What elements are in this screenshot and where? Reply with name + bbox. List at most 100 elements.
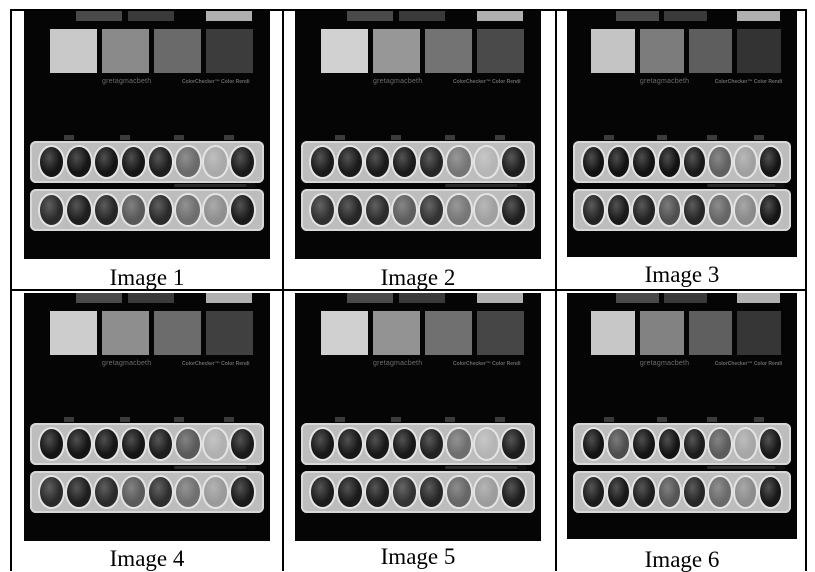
paint-palette-top bbox=[301, 141, 535, 183]
color-checker-patch bbox=[321, 29, 368, 73]
paint-well bbox=[203, 477, 227, 507]
paint-well bbox=[760, 477, 782, 507]
palette-tab bbox=[753, 417, 764, 422]
paint-well bbox=[658, 477, 680, 507]
paint-brush bbox=[445, 466, 521, 469]
paint-well bbox=[633, 195, 655, 225]
color-checker-patch bbox=[321, 311, 368, 355]
paint-well bbox=[67, 147, 91, 177]
palette-tab bbox=[445, 417, 455, 422]
palette-tab bbox=[495, 135, 505, 140]
color-checker-patch bbox=[154, 311, 201, 355]
color-checker-patch-edge bbox=[664, 11, 708, 21]
brand-logo-text: gretagmacbeth bbox=[373, 360, 423, 367]
paint-well bbox=[365, 195, 389, 225]
color-checker-patch-edge bbox=[76, 293, 122, 303]
paint-well bbox=[176, 429, 200, 459]
color-checker-patch bbox=[373, 311, 420, 355]
color-checker-patch bbox=[154, 29, 201, 73]
paint-well bbox=[149, 147, 173, 177]
paint-well bbox=[633, 477, 655, 507]
paint-well bbox=[683, 429, 706, 459]
paint-well bbox=[94, 147, 118, 177]
color-checker-patch bbox=[688, 29, 733, 73]
palette-tab bbox=[64, 417, 74, 422]
color-checker-patch-edge bbox=[206, 293, 252, 303]
paint-well bbox=[683, 477, 706, 507]
brand-subtitle-text: ColorChecker™ Color Rendi bbox=[453, 79, 521, 85]
table-border-top bbox=[10, 9, 807, 11]
brand-subtitle-text: ColorChecker™ Color Rendi bbox=[714, 79, 783, 85]
color-checker-patch-edge bbox=[347, 11, 393, 21]
paint-well bbox=[338, 147, 362, 177]
paint-well bbox=[121, 477, 145, 507]
palette-tab bbox=[120, 135, 130, 140]
paint-well bbox=[734, 147, 757, 177]
paint-well bbox=[392, 477, 416, 507]
color-checker-patch bbox=[737, 29, 782, 73]
palette-tab bbox=[445, 135, 455, 140]
paint-well bbox=[420, 429, 444, 459]
paint-brush bbox=[707, 184, 779, 187]
paint-well bbox=[365, 477, 389, 507]
paint-well bbox=[709, 477, 731, 507]
paint-well bbox=[607, 477, 630, 507]
color-checker-patch bbox=[206, 311, 253, 355]
paint-well bbox=[582, 195, 604, 225]
palette-tab bbox=[335, 135, 345, 140]
paint-well bbox=[501, 429, 525, 459]
paint-well bbox=[40, 195, 64, 225]
color-checker-patch bbox=[591, 29, 636, 73]
paint-well bbox=[338, 195, 362, 225]
paint-well bbox=[709, 195, 731, 225]
paint-brush-tip bbox=[246, 183, 256, 188]
paint-well bbox=[607, 195, 630, 225]
color-checker-patch-edge bbox=[76, 11, 122, 21]
paint-well bbox=[94, 429, 118, 459]
color-checker-patch-edge bbox=[128, 11, 174, 21]
paint-well bbox=[447, 195, 471, 225]
paint-well bbox=[420, 477, 444, 507]
paint-brush bbox=[445, 184, 521, 187]
paint-well bbox=[582, 477, 604, 507]
paint-well bbox=[230, 147, 254, 177]
paint-well bbox=[501, 195, 525, 225]
paint-well bbox=[365, 429, 389, 459]
paint-well bbox=[67, 195, 91, 225]
paint-brush-tip bbox=[517, 183, 527, 188]
paint-well bbox=[501, 147, 525, 177]
color-checker-patch-edge bbox=[664, 293, 708, 303]
paint-palette-bottom bbox=[30, 471, 264, 513]
palette-tab bbox=[335, 417, 345, 422]
paint-well bbox=[94, 477, 118, 507]
image-caption: Image 3 bbox=[644, 262, 720, 287]
paint-well bbox=[633, 147, 655, 177]
paint-well bbox=[734, 195, 757, 225]
paint-well bbox=[40, 477, 64, 507]
table-border-right bbox=[805, 9, 807, 571]
color-checker-patch bbox=[737, 311, 782, 355]
paint-brush bbox=[707, 466, 779, 469]
paint-well bbox=[311, 147, 335, 177]
color-checker-patch-edge bbox=[477, 293, 523, 303]
palette-tab bbox=[753, 135, 764, 140]
paint-well bbox=[447, 477, 471, 507]
paint-palette-bottom bbox=[572, 189, 792, 231]
paint-well bbox=[203, 195, 227, 225]
paint-well bbox=[734, 429, 757, 459]
paint-well bbox=[582, 429, 604, 459]
color-checker-patch-edge bbox=[737, 11, 781, 21]
paint-well bbox=[40, 429, 64, 459]
paint-well bbox=[176, 195, 200, 225]
paint-well bbox=[709, 147, 731, 177]
table-row-divider bbox=[10, 289, 807, 291]
paint-well bbox=[658, 195, 680, 225]
color-checker-patch-edge bbox=[399, 293, 445, 303]
color-checker-patch bbox=[425, 29, 472, 73]
paint-well bbox=[683, 147, 706, 177]
color-checker-patch bbox=[102, 311, 149, 355]
